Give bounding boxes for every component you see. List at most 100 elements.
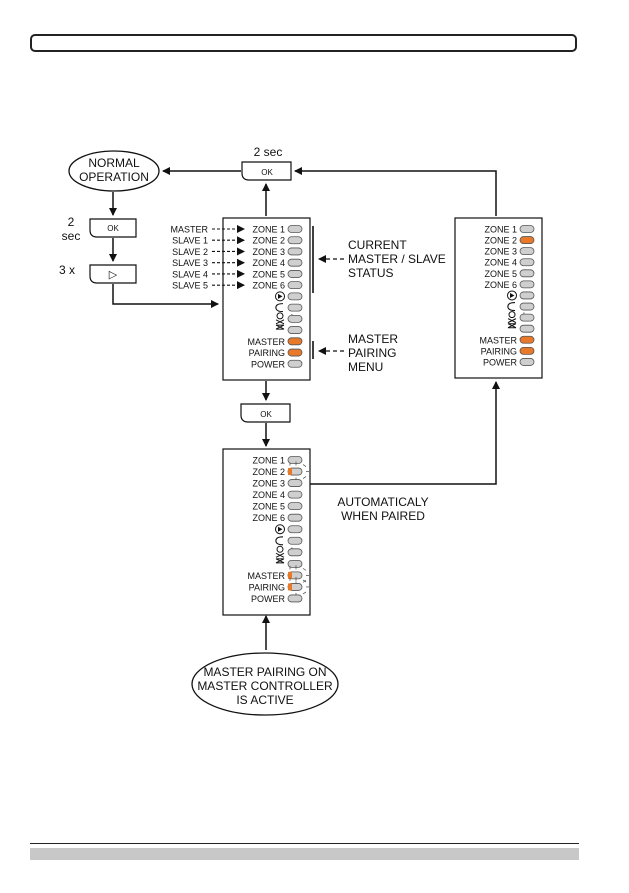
auto-paired-line-1: AUTOMATICALY xyxy=(337,495,428,509)
heat-cool-led xyxy=(519,291,535,300)
zone-label: ZONE 2 xyxy=(484,236,517,246)
zone-1-led xyxy=(519,225,535,233)
left-ok-time-unit: sec xyxy=(62,229,81,243)
current-status-annotation: CURRENT MASTER / SLAVE STATUS xyxy=(318,238,446,280)
normal-operation-node: NORMAL OPERATION xyxy=(68,150,160,192)
middle-ok-button[interactable]: OK xyxy=(240,403,291,423)
fan-minus-led xyxy=(519,324,535,333)
left-ok-label: OK xyxy=(107,224,119,233)
pairing-menu-line-2: PAIRING xyxy=(348,346,396,360)
current-status-line-2: MASTER / SLAVE xyxy=(348,252,446,266)
zone-label: ZONE 2 xyxy=(252,236,285,246)
normal-operation-line-2: OPERATION xyxy=(79,170,149,184)
master-controller-line-3: IS ACTIVE xyxy=(236,693,293,707)
side-label: SLAVE 3 xyxy=(172,258,208,268)
fan-plus-led xyxy=(287,548,303,557)
zone-2-led xyxy=(519,236,535,244)
power-label: POWER xyxy=(251,359,286,369)
humidity-icon xyxy=(275,303,284,313)
master-label: MASTER xyxy=(247,337,285,347)
zone-label: ZONE 5 xyxy=(484,269,517,279)
zone-6-led xyxy=(287,513,303,522)
arrow-paired-to-right-panel xyxy=(310,381,500,485)
zone-label: ZONE 5 xyxy=(252,269,285,279)
heat-cool-icon xyxy=(275,524,285,535)
zone-label: ZONE 4 xyxy=(484,258,517,268)
zone-label: ZONE 4 xyxy=(252,490,285,500)
pairing-label: PAIRING xyxy=(249,348,285,358)
side-label: SLAVE 2 xyxy=(172,247,208,257)
pairing-led-blink xyxy=(288,583,292,591)
heat-cool-led xyxy=(287,525,303,534)
pairing-led xyxy=(287,348,303,357)
pairing-label: PAIRING xyxy=(481,346,517,356)
power-led xyxy=(519,358,535,366)
zone-1-led xyxy=(287,225,303,233)
footer-bar xyxy=(30,848,579,860)
zone-label: ZONE 6 xyxy=(252,281,285,291)
master-controller-node: MASTER PAIRING ON MASTER CONTROLLER IS A… xyxy=(191,652,339,716)
master-led xyxy=(287,337,303,346)
power-label: POWER xyxy=(483,357,518,367)
middle-ok-label: OK xyxy=(260,410,272,419)
master-controller-line-2: MASTER CONTROLLER xyxy=(197,679,333,693)
current-status-line-1: CURRENT xyxy=(348,238,407,252)
left-ok-time-value: 2 xyxy=(68,215,75,229)
master-led-blink xyxy=(288,571,292,579)
heat-cool-icon xyxy=(275,291,285,302)
pairing-label: PAIRING xyxy=(249,582,285,592)
top-ok-time-label: 2 sec xyxy=(254,145,283,159)
arrow-play-to-panel xyxy=(112,284,219,308)
normal-operation-line-1: NORMAL xyxy=(88,156,140,170)
zone-label: ZONE 3 xyxy=(252,479,285,489)
pairing-menu-line-3: MENU xyxy=(348,360,383,374)
heat-cool-icon xyxy=(507,290,517,301)
zone-6-led xyxy=(287,281,303,290)
humidity-led xyxy=(519,302,535,311)
zone-label: ZONE 1 xyxy=(252,456,285,466)
side-label: SLAVE 1 xyxy=(172,236,208,246)
zone-label: ZONE 4 xyxy=(252,258,285,268)
heat-cool-led xyxy=(287,292,303,301)
current-status-line-3: STATUS xyxy=(348,266,394,280)
top-ok-label: OK xyxy=(261,168,273,177)
fan-minus-led xyxy=(287,326,303,334)
zone-label: ZONE 3 xyxy=(252,247,285,257)
zone-5-led xyxy=(287,270,303,278)
zone-label: ZONE 1 xyxy=(252,225,285,235)
fan-minus-led xyxy=(287,559,303,568)
blink-ray xyxy=(302,464,307,467)
top-ok-button[interactable]: OK xyxy=(241,161,292,181)
press-count-label: 3 x xyxy=(59,263,75,277)
blink-ray xyxy=(302,476,307,479)
zone-label: ZONE 1 xyxy=(484,225,517,235)
zone-4-led xyxy=(287,490,303,499)
play-button[interactable]: ▷ xyxy=(89,264,137,284)
footer-line xyxy=(30,843,579,844)
auto-paired-annotation: AUTOMATICALY WHEN PAIRED xyxy=(337,495,428,523)
power-led xyxy=(287,359,303,368)
zone-label: ZONE 5 xyxy=(252,502,285,512)
flow-arrows xyxy=(109,167,500,650)
zone-2-led xyxy=(287,236,303,245)
blink-ray xyxy=(302,580,307,583)
arrow-right-panel-to-top-ok xyxy=(294,167,497,216)
master-label: MASTER xyxy=(247,571,285,581)
master-led xyxy=(519,335,535,344)
zone-5-led xyxy=(519,269,535,278)
zone-4-led xyxy=(519,258,535,267)
zone-label: ZONE 6 xyxy=(252,513,285,523)
zone-4-led xyxy=(287,258,303,267)
humidity-icon xyxy=(507,301,516,312)
left-ok-button[interactable]: OK xyxy=(89,218,137,238)
power-label: POWER xyxy=(251,594,286,604)
zone-3-led xyxy=(287,247,303,256)
side-label: SLAVE 4 xyxy=(172,269,208,279)
power-led xyxy=(287,594,303,603)
zone-3-led xyxy=(519,247,535,256)
master-controller-line-1: MASTER PAIRING ON xyxy=(203,665,326,679)
